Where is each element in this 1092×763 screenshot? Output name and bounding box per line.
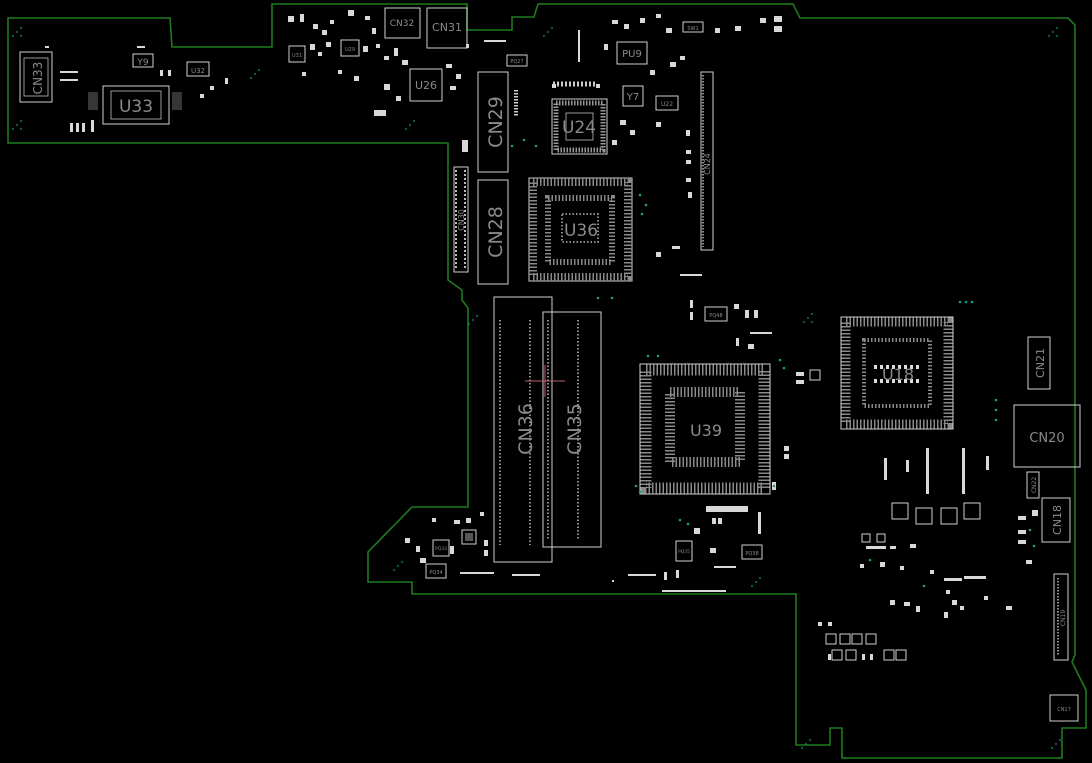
cn28-connector: CN28 (477, 179, 509, 285)
cn33-label: CN33 (31, 62, 45, 95)
pu9-label: PU9 (622, 49, 642, 60)
cn22-connector: CN22 (1026, 471, 1040, 499)
cn33-connector: CN33 (19, 51, 53, 103)
cn32-connector: CN32 (384, 7, 421, 39)
pq38-label: PQ38 (745, 551, 758, 557)
cn17-connector: CN17 (1049, 694, 1079, 722)
cn19-label: CN19 (1060, 610, 1067, 626)
top-middle-passives (288, 10, 580, 116)
u36-label: U36 (564, 221, 598, 241)
cn35-connector: CN35 (542, 311, 602, 548)
cn31-connector: CN31 (426, 7, 468, 49)
mounting-holes (11, 26, 1062, 750)
u22-chip: U22 (655, 95, 679, 111)
cn35-label: CN35 (564, 403, 586, 455)
cn31-label: CN31 (432, 21, 462, 34)
top-left-passives (45, 46, 228, 132)
y7-label: Y7 (626, 92, 639, 103)
pq48-part: PQ48 (704, 306, 728, 322)
pq48-label: PQ48 (709, 313, 722, 319)
u24-label: U24 (562, 118, 596, 138)
u18-chip: U18 (840, 316, 954, 430)
pq35-part: PQ35 (675, 540, 693, 562)
cn18-label: CN18 (1051, 505, 1064, 535)
pq34-part: PQ34 (425, 563, 447, 579)
cn20-connector: CN20 (1013, 404, 1081, 468)
u33-label: U33 (119, 97, 153, 117)
u39-label: U39 (690, 421, 722, 440)
sw1-label: SW1 (687, 26, 698, 32)
cn17-label: CN17 (1057, 707, 1071, 713)
y9-crystal: Y9 (132, 53, 154, 68)
u33-chip: U33 (88, 85, 182, 125)
u26-label: U26 (415, 79, 437, 92)
middle-passives (612, 300, 821, 592)
cn30-label: CN30 (457, 209, 466, 231)
lower-left-passives (405, 512, 540, 576)
u24-chip: U24 (551, 98, 608, 155)
cn18-connector: CN18 (1041, 497, 1071, 543)
u31-label: U31 (292, 53, 302, 59)
u32-chip: U32 (186, 61, 210, 77)
pu9-part: PU9 (616, 41, 648, 65)
upper-middle-passives (462, 14, 782, 276)
y9-label: Y9 (136, 58, 148, 68)
u29-chip: U29 (340, 39, 360, 57)
sw1-switch: SW1 (682, 21, 704, 33)
pq33-part: PQ33 (432, 539, 450, 557)
u26-chip: U26 (409, 68, 443, 102)
cn19-connector: CN19 (1053, 573, 1069, 661)
cn21-label: CN21 (1034, 348, 1047, 378)
cn30-connector: CN30 (453, 166, 469, 273)
vias (510, 138, 1036, 588)
pq34-label: PQ34 (429, 570, 442, 576)
u39-chip: U39 (639, 363, 771, 495)
cn29-label: CN29 (485, 96, 507, 148)
u31-chip: U31 (288, 45, 306, 63)
cn28-label: CN28 (485, 206, 507, 258)
u22-label: U22 (661, 101, 673, 108)
cn20-label: CN20 (1029, 431, 1064, 446)
u32-label: U32 (191, 67, 205, 75)
lower-right-components (818, 448, 1038, 661)
y7-crystal: Y7 (622, 85, 644, 107)
cn36-label: CN36 (515, 403, 537, 455)
crosshair-cursor (525, 365, 565, 397)
cn32-label: CN32 (390, 19, 414, 29)
cn21-connector: CN21 (1027, 336, 1051, 390)
cn24-connector: CN24 (700, 71, 714, 251)
u18-label: U18 (882, 365, 914, 384)
pq27-label: PQ27 (510, 59, 523, 65)
cn22-label: CN22 (1031, 477, 1038, 493)
u29-label: U29 (345, 47, 355, 53)
cn36-connector: CN36 (493, 296, 553, 563)
pq27-part: PQ27 (506, 54, 528, 67)
board-outline (7, 3, 1087, 759)
cn29-connector: CN29 (477, 71, 509, 173)
pq35-label: PQ35 (678, 549, 690, 555)
pq38-part: PQ38 (741, 544, 763, 560)
cn24-label: CN24 (703, 153, 712, 175)
u36-chip: U36 (528, 177, 633, 282)
pq33-label: PQ33 (435, 546, 447, 552)
